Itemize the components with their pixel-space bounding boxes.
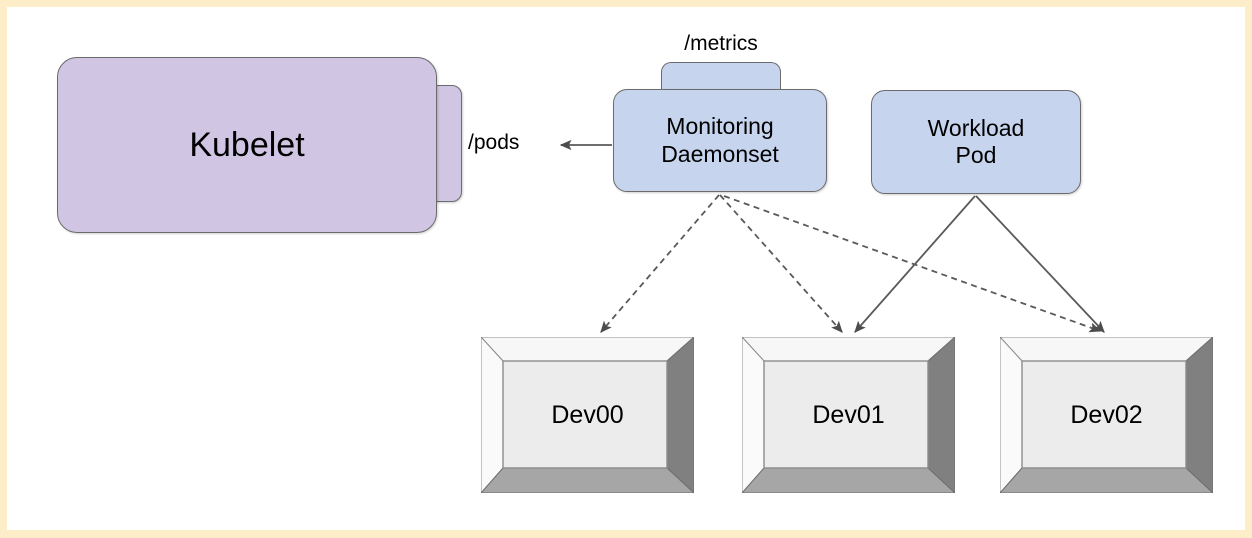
- device-frame-icon: [481, 337, 694, 493]
- workload-pod-label-line2: Pod: [955, 142, 997, 168]
- device-label: Dev01: [812, 400, 885, 429]
- workload-pod-label: Workload Pod: [928, 115, 1025, 169]
- pods-endpoint-label: /pods: [468, 131, 520, 154]
- device-node-dev00[interactable]: Dev00: [481, 337, 694, 493]
- device-frame-icon: [1000, 337, 1213, 493]
- workload-pod-node[interactable]: Workload Pod: [871, 90, 1081, 194]
- monitoring-daemonset-label-line2: Daemonset: [661, 140, 779, 167]
- device-node-dev02[interactable]: Dev02: [1000, 337, 1213, 493]
- monitoring-daemonset-node[interactable]: Monitoring Daemonset: [613, 89, 827, 192]
- monitoring-daemonset-label-line1: Monitoring: [666, 113, 774, 140]
- device-node-dev01[interactable]: Dev01: [742, 337, 955, 493]
- workload-pod-label-line1: Workload: [927, 114, 1025, 141]
- metrics-endpoint-label: /metrics: [684, 32, 758, 55]
- kubelet-node[interactable]: Kubelet: [57, 57, 437, 233]
- device-label: Dev00: [551, 400, 624, 429]
- kubelet-label: Kubelet: [189, 125, 305, 164]
- monitoring-daemonset-label: Monitoring Daemonset: [661, 113, 779, 167]
- device-label: Dev02: [1070, 400, 1143, 429]
- device-frame-icon: [742, 337, 955, 493]
